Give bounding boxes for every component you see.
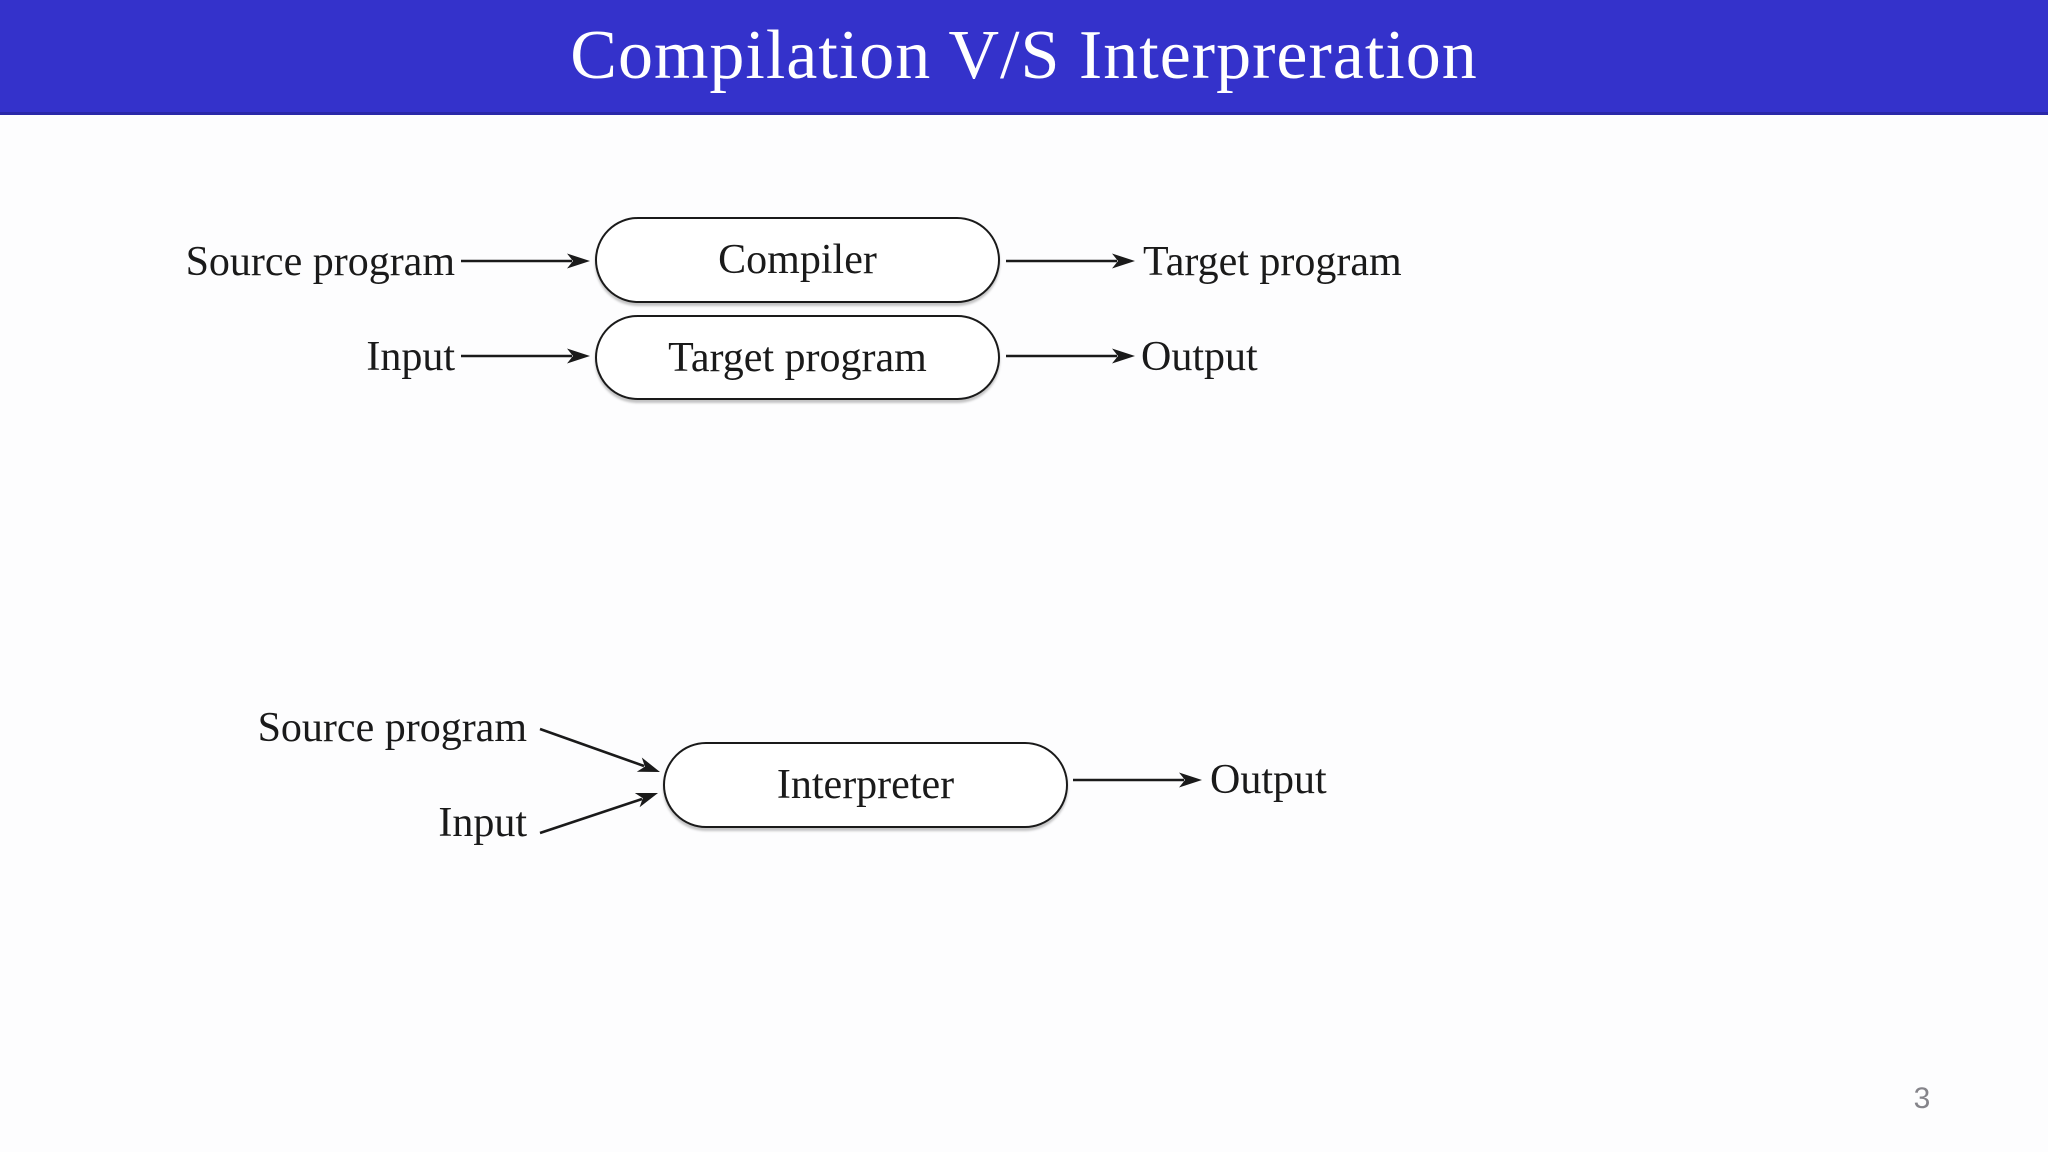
arrow-source-to-interpreter	[539, 727, 660, 772]
arrow-input-to-target-program	[461, 348, 590, 364]
compiler-box-label: Compiler	[718, 237, 877, 283]
compiler-input-label: Input	[366, 334, 455, 380]
target-program-box: Target program	[595, 315, 1000, 400]
interpreter-output-label: Output	[1210, 757, 1327, 803]
compiler-box: Compiler	[595, 217, 1000, 303]
interpreter-box-label: Interpreter	[776, 762, 955, 808]
arrow-compiler-to-target-program	[1006, 253, 1135, 269]
arrow-target-program-to-output	[1006, 348, 1135, 364]
arrow-source-to-compiler	[461, 253, 590, 269]
slide-title: Compilation V/S Interpreration	[570, 17, 1478, 94]
interpreter-box: Interpreter	[663, 742, 1068, 828]
arrow-input-to-interpreter	[539, 793, 658, 835]
arrow-interpreter-to-output	[1073, 772, 1202, 788]
compiler-output-label: Output	[1141, 334, 1258, 380]
compiler-source-program-label: Source program	[185, 239, 455, 285]
interpreter-source-program-label: Source program	[257, 705, 527, 751]
page-number: 3	[1913, 1082, 1931, 1115]
compiler-target-program-label: Target program	[1143, 239, 1402, 285]
target-program-box-label: Target program	[668, 334, 927, 381]
interpreter-input-label: Input	[438, 800, 527, 846]
title-bar: Compilation V/S Interpreration	[0, 0, 2048, 115]
